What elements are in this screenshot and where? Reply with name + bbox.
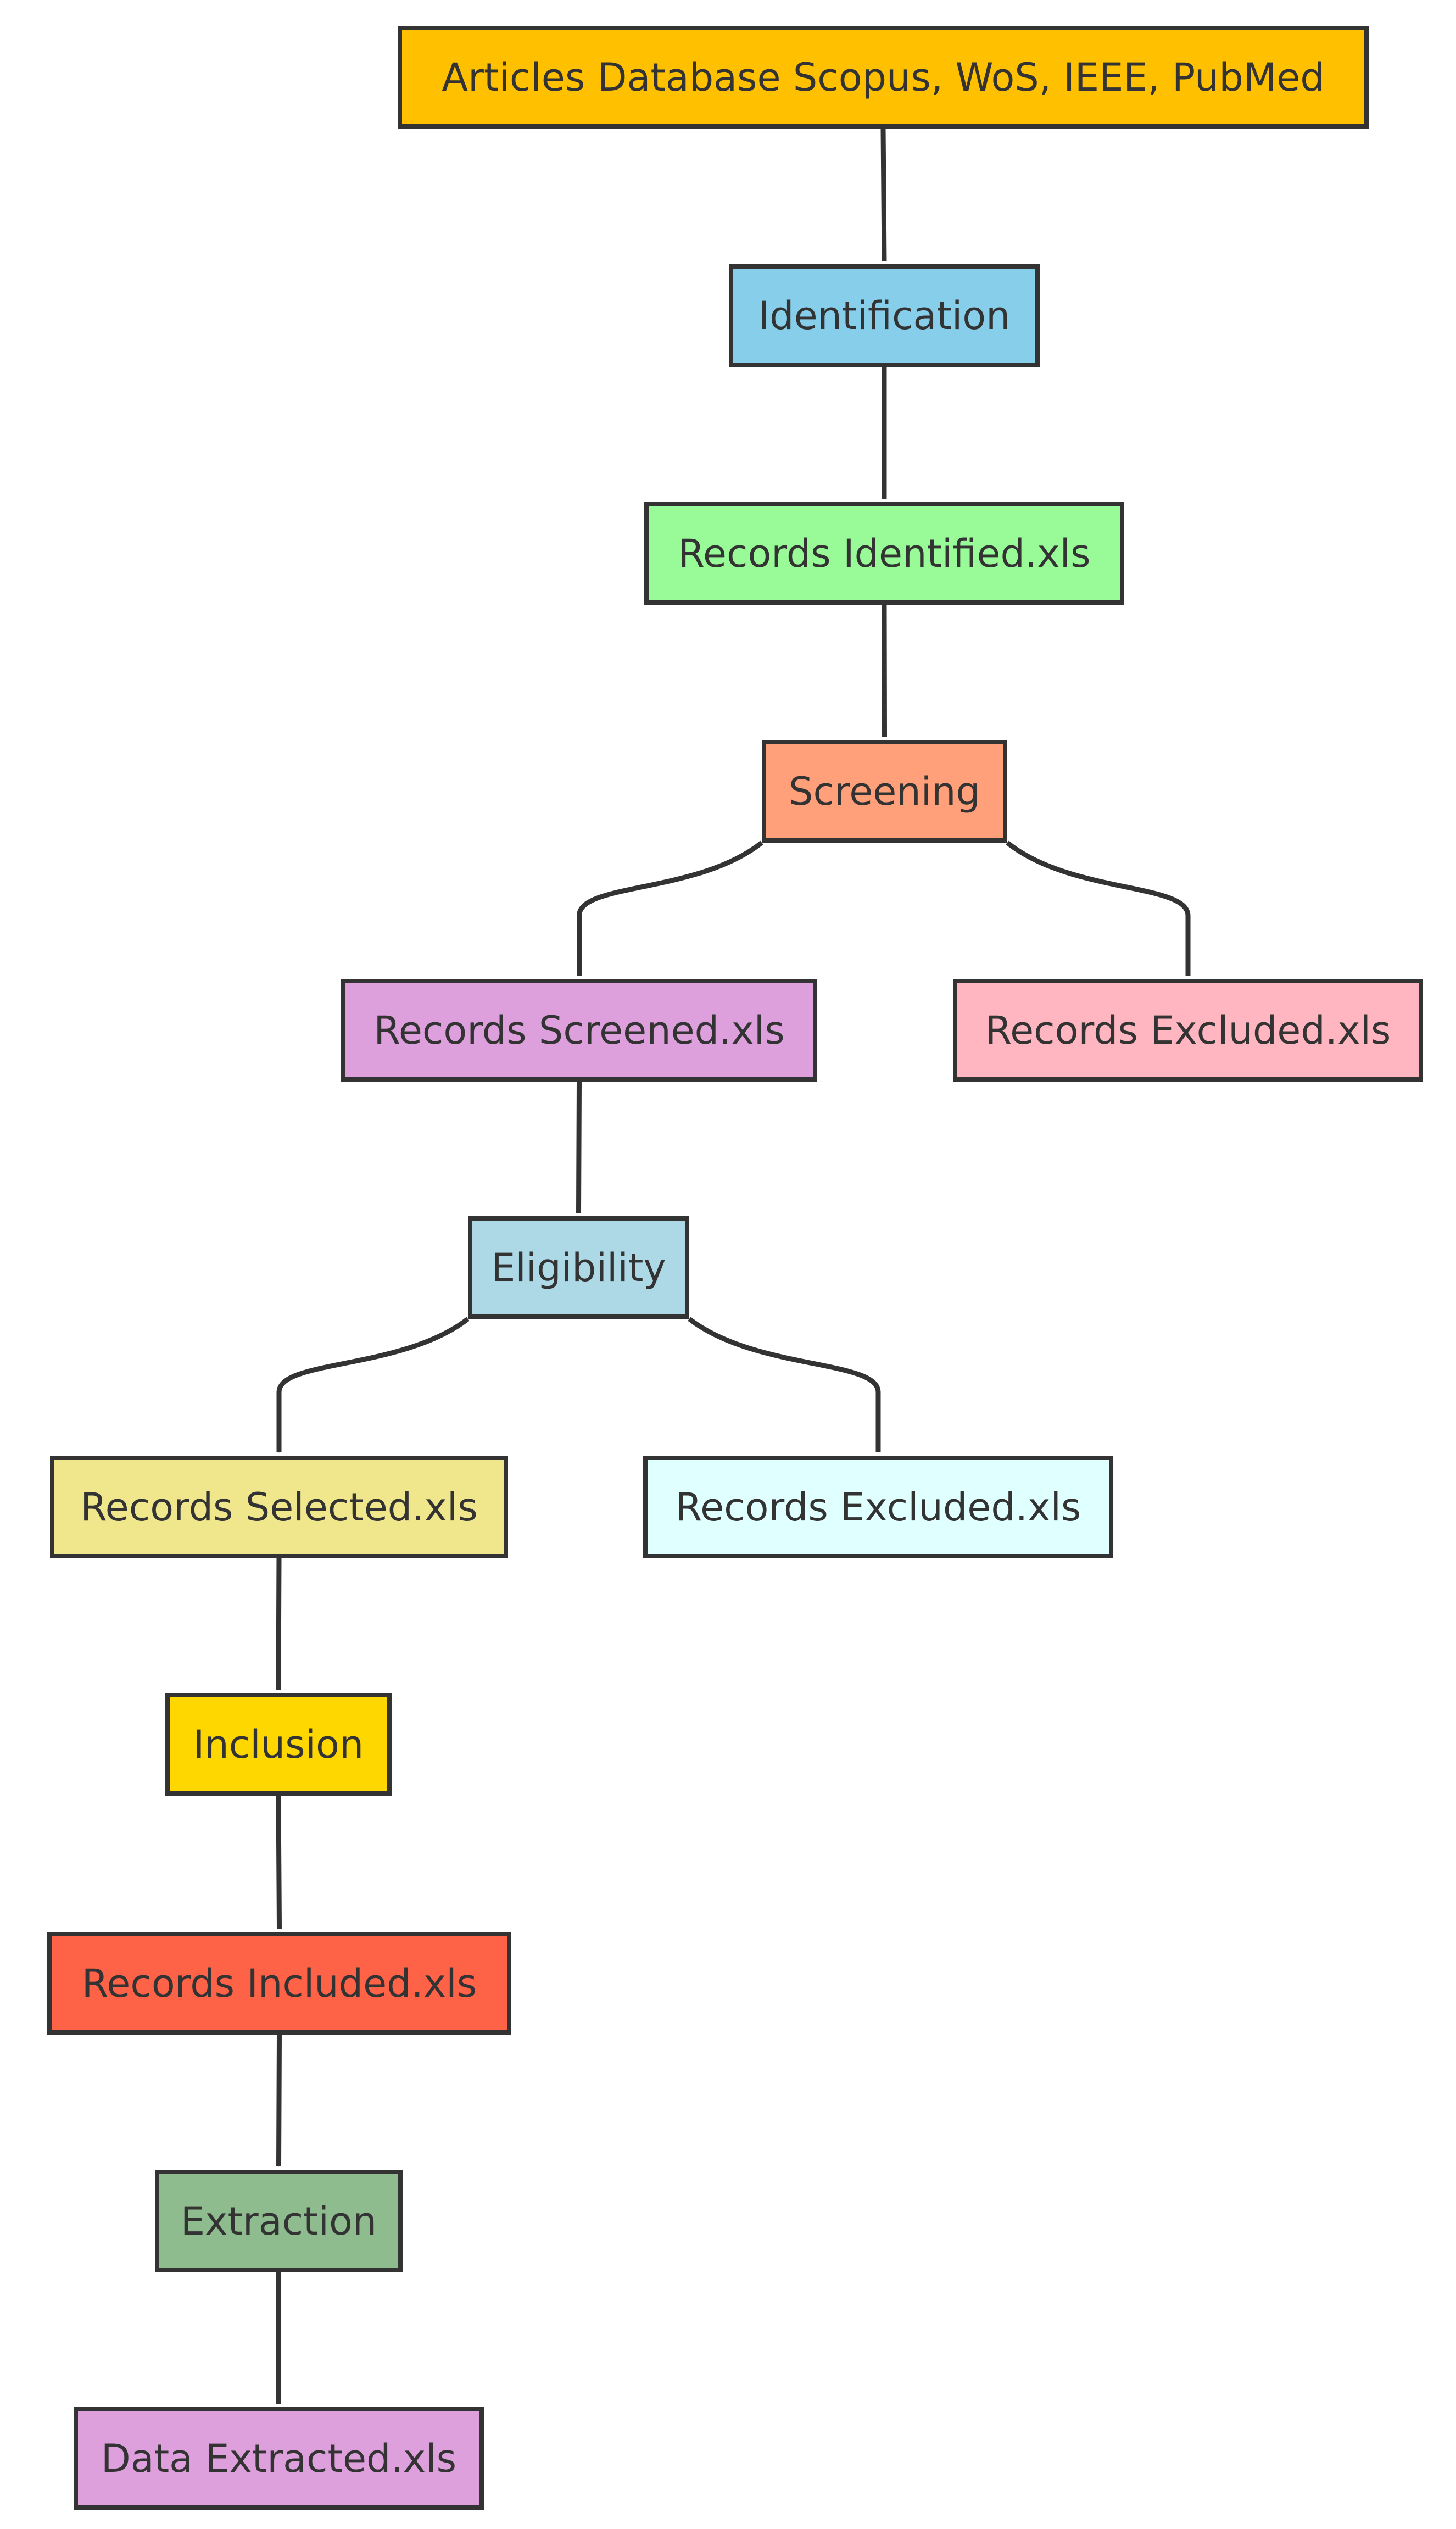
node-eligibility-label: Eligibility (491, 1245, 666, 1290)
edge-records_included-to-extraction (276, 2034, 282, 2167)
node-records-excluded-eligibility: Records Excluded.xls (643, 1456, 1113, 1558)
node-records-selected: Records Selected.xls (50, 1456, 508, 1558)
node-screening-label: Screening (789, 768, 980, 814)
node-records-included: Records Included.xls (47, 1932, 511, 2035)
node-extraction-label: Extraction (180, 2198, 377, 2244)
node-screening: Screening (762, 740, 1007, 843)
node-articles-database-label: Articles Database Scopus, WoS, IEEE, Pub… (442, 54, 1325, 100)
edge-articles-to-identification (880, 128, 887, 261)
node-inclusion: Inclusion (165, 1693, 392, 1796)
edge-eligibility-to-records_excluded_2 (688, 1317, 881, 1453)
node-eligibility: Eligibility (468, 1216, 689, 1319)
node-articles-database: Articles Database Scopus, WoS, IEEE, Pub… (398, 26, 1369, 129)
edge-inclusion-to-records_included (276, 1795, 282, 1929)
node-records-screened-label: Records Screened.xls (373, 1007, 785, 1053)
edge-eligibility-to-records_selected (276, 1317, 470, 1453)
edge-screening-to-records_screened (577, 840, 763, 976)
node-data-extracted: Data Extracted.xls (74, 2407, 484, 2510)
node-inclusion-label: Inclusion (193, 1722, 364, 1767)
node-records-excluded-screening: Records Excluded.xls (953, 979, 1423, 1082)
edge-records_selected-to-inclusion (276, 1558, 282, 1690)
node-identification-label: Identification (758, 293, 1011, 338)
node-records-selected-label: Records Selected.xls (80, 1484, 478, 1530)
node-records-screened: Records Screened.xls (341, 979, 817, 1082)
node-data-extracted-label: Data Extracted.xls (101, 2436, 457, 2481)
node-records-identified-label: Records Identified.xls (678, 531, 1091, 576)
node-records-excluded-eligibility-label: Records Excluded.xls (675, 1484, 1081, 1530)
node-records-excluded-screening-label: Records Excluded.xls (985, 1007, 1391, 1053)
edge-records_identified-to-screening (882, 604, 887, 737)
node-records-included-label: Records Included.xls (81, 1960, 477, 2006)
edge-screening-to-records_excluded_1 (1006, 840, 1191, 976)
node-extraction: Extraction (155, 2170, 403, 2272)
node-identification: Identification (729, 264, 1040, 367)
node-records-identified: Records Identified.xls (644, 502, 1124, 605)
